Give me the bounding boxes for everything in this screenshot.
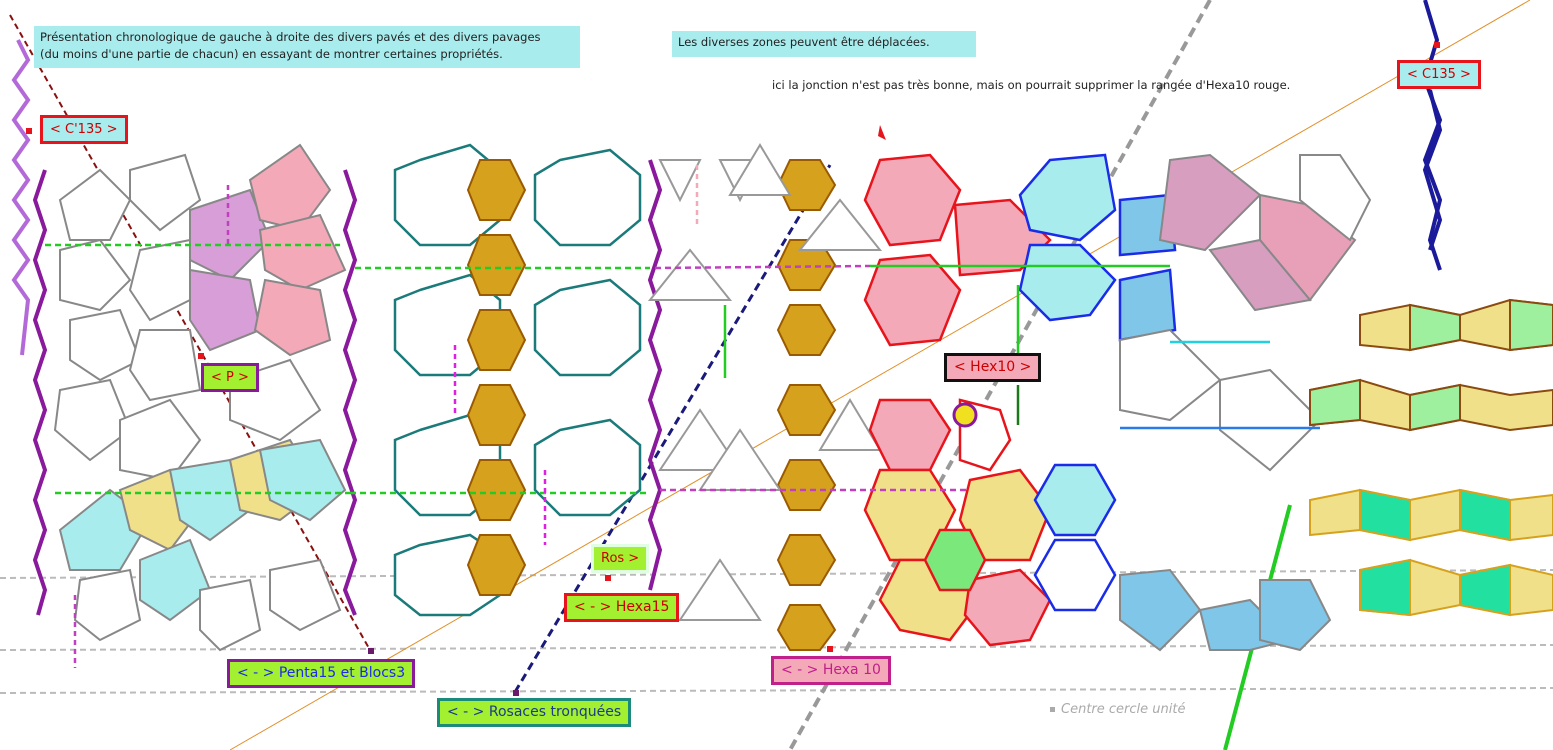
hexa10-button[interactable]: < - > Hexa 10 (771, 656, 891, 685)
hex10-blue-tiles (1018, 153, 1177, 612)
selected-point-icon[interactable] (952, 402, 978, 428)
penta15-tiles (53, 143, 347, 652)
p-button[interactable]: < P > (201, 363, 259, 392)
hex10-button[interactable]: < Hex10 > (944, 353, 1042, 382)
hexa15-tiles (466, 159, 837, 651)
rosaces-button[interactable]: < - > Rosaces tronquées (437, 698, 632, 727)
penta15-button[interactable]: < - > Penta15 et Blocs3 (227, 659, 416, 688)
hexa15-button[interactable]: < - > Hexa15 (564, 593, 680, 622)
cursor-arrow-icon (878, 125, 886, 140)
triangle-tiles (647, 143, 883, 621)
hexa10-red-tiles (863, 153, 1052, 647)
c135-left-button[interactable]: < C'135 > (40, 115, 128, 144)
c135-right-button[interactable]: < C135 > (1397, 60, 1481, 89)
zones-note: Les diverses zones peuvent être déplacée… (672, 31, 976, 57)
intro-line-1: Présentation chronologique de gauche à d… (40, 30, 541, 44)
translation-arrows (45, 165, 1320, 668)
centre-label-text: Centre cercle unité (1061, 702, 1186, 717)
intro-line-2: (du moins d'une partie de chacun) en ess… (40, 47, 503, 61)
left-zigzag-borders (11, 39, 663, 616)
centre-square-icon (1050, 707, 1055, 712)
right-ribbons (1309, 298, 1553, 617)
intro-note: Présentation chronologique de gauche à d… (34, 26, 580, 68)
junction-note: ici la jonction n'est pas très bonne, ma… (772, 78, 1291, 92)
right-lower-zigzag (1422, 89, 1443, 251)
unit-circle-centre-label: Centre cercle unité (1050, 702, 1185, 717)
rosace-tiles (393, 143, 642, 617)
ros-button[interactable]: Ros > (591, 544, 650, 573)
right-triangle-tiles (1119, 153, 1372, 652)
